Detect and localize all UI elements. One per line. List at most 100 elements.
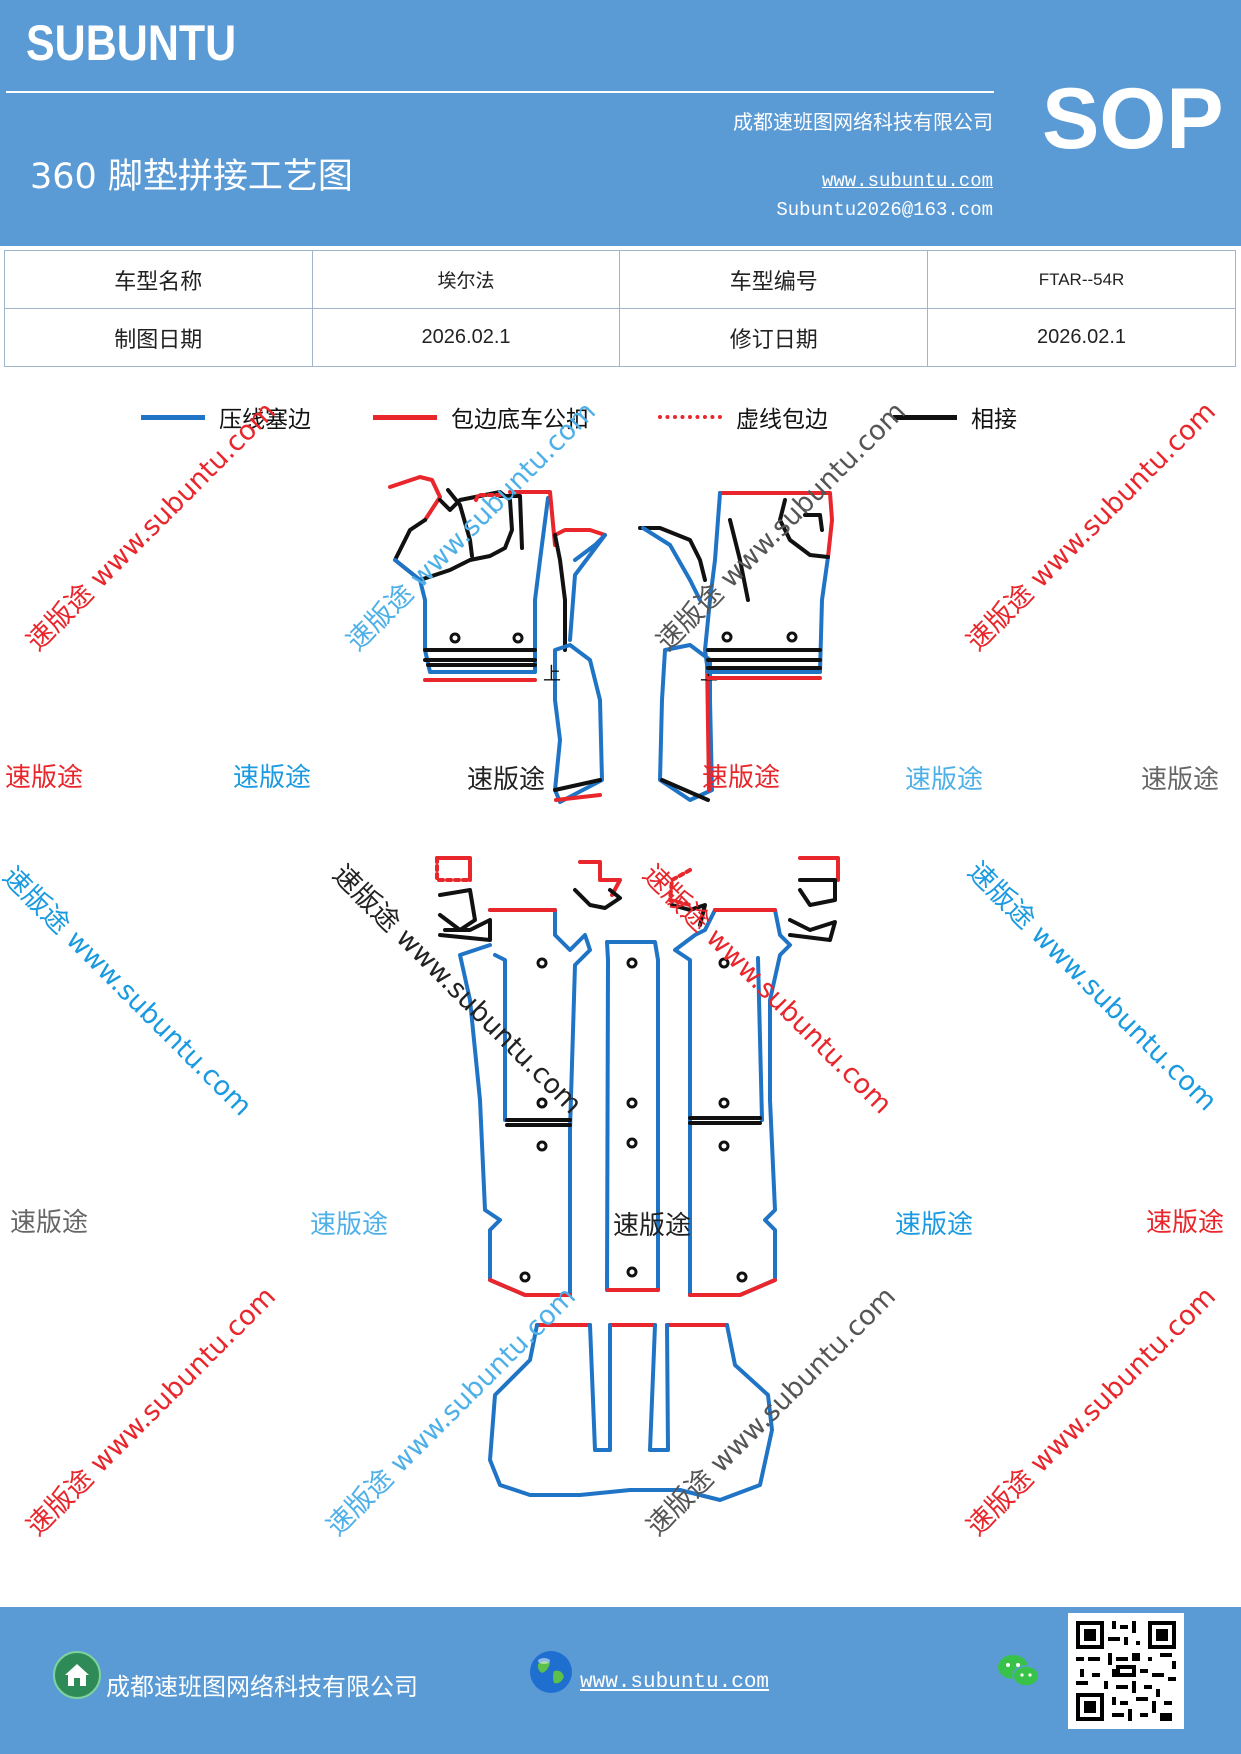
mat-edge <box>393 490 514 582</box>
page-header: SUBUNTU 360 脚垫拼接工艺图 成都速班图网络科技有限公司 www.su… <box>0 0 1241 246</box>
mat-hole <box>449 632 461 644</box>
page-title: 360 脚垫拼接工艺图 <box>30 157 353 197</box>
mat-edge <box>641 526 702 602</box>
mat-hole <box>721 631 733 643</box>
up-mark: 上 <box>543 664 561 685</box>
mat-edge <box>568 533 607 642</box>
legend-label: 虚线包边 <box>736 407 828 433</box>
sop-badge: SOP <box>1042 71 1224 167</box>
mat-edge <box>493 953 507 1122</box>
legend-label: 相接 <box>971 407 1017 433</box>
mat-edge <box>588 1323 612 1452</box>
mat-edge <box>553 778 602 792</box>
mat-edge <box>798 878 837 907</box>
company-name: 成都速班图网络科技有限公司 <box>733 110 993 134</box>
mat-edge <box>728 518 750 602</box>
middle-right-mat <box>668 856 840 1297</box>
footer-website-link[interactable]: www.subuntu.com <box>580 1671 770 1694</box>
label-cell: 制图日期 <box>4 308 313 367</box>
label-cell: 车型名称 <box>4 250 313 309</box>
mat-hole <box>626 1266 638 1278</box>
mat-edge <box>553 643 604 804</box>
header-divider <box>6 91 994 93</box>
label-cell: 车型编号 <box>619 250 929 309</box>
email-address: Subuntu2026@163.com <box>776 199 993 221</box>
mat-edge <box>705 658 711 792</box>
front-right-mat <box>703 491 834 680</box>
label-cell: 修订日期 <box>619 308 929 367</box>
mat-edge <box>703 491 830 674</box>
mat-edge <box>553 533 567 652</box>
mat-edge <box>553 528 607 537</box>
mat-edge <box>798 856 840 882</box>
mat-edge <box>718 491 834 559</box>
mat-edge <box>423 648 537 662</box>
legend-label: 包边底车公扣 <box>451 407 589 433</box>
globe-icon <box>530 1651 572 1693</box>
mat-edge <box>458 908 592 1297</box>
value-cell: FTAR--54R <box>927 250 1236 309</box>
value-cell: 2026.02.1 <box>927 308 1236 367</box>
footer-company-name: 成都速班图网络科技有限公司 <box>106 1673 418 1701</box>
wechat-icon <box>998 1655 1040 1687</box>
mat-hole <box>626 1097 638 1109</box>
floor-mat-diagram: 上 上 <box>388 475 840 1502</box>
mat-edge <box>648 1323 670 1452</box>
mat-hole <box>536 1097 548 1109</box>
center-strip-mat <box>573 860 660 1292</box>
mat-edge <box>498 494 524 550</box>
mat-edge <box>673 908 792 1297</box>
website-link[interactable]: www.subuntu.com <box>821 170 993 192</box>
legend-item: 相接 <box>893 400 1017 434</box>
middle-left-mat <box>435 856 592 1297</box>
legend-swatch <box>373 414 437 420</box>
mat-hole <box>736 1271 748 1283</box>
mat-edge <box>778 498 830 559</box>
table-row: 车型名称 埃尔法 车型编号 FTAR--54R <box>4 250 1236 309</box>
mat-edge <box>638 526 707 582</box>
mat-edge <box>670 903 707 927</box>
mat-hole <box>718 957 730 969</box>
rear-cargo-mat <box>488 1323 774 1502</box>
legend-swatch <box>141 414 205 420</box>
mat-hole <box>536 1140 548 1152</box>
mat-edge <box>508 490 557 547</box>
left-side-strip: 上 <box>543 528 607 804</box>
mat-edge <box>668 868 692 907</box>
legend-swatch <box>893 414 957 420</box>
mat-hole <box>718 1140 730 1152</box>
mat-edge <box>393 496 550 674</box>
mat-edge <box>435 856 472 882</box>
mat-edge <box>573 888 622 910</box>
mat-edge <box>446 488 474 558</box>
legend-label: 压线塞边 <box>219 407 311 433</box>
mat-edge <box>756 956 764 1122</box>
mat-edge <box>788 918 837 942</box>
mat-edge <box>554 793 602 802</box>
mat-edge <box>474 493 502 502</box>
mat-edge <box>688 1278 777 1297</box>
mat-hole <box>626 957 638 969</box>
mat-hole <box>536 957 548 969</box>
mat-hole <box>512 632 524 644</box>
brand-logo: SUBUNTU <box>26 15 237 71</box>
mat-edge <box>660 778 710 802</box>
legend-swatch <box>658 415 722 419</box>
vehicle-info-table: 车型名称 埃尔法 车型编号 FTAR--54R 制图日期 2026.02.1 修… <box>4 250 1236 367</box>
mat-edge <box>438 888 477 932</box>
line-legend: 压线塞边 包边底车公扣 虚线包边 相接 <box>0 400 1241 440</box>
mat-edge <box>388 475 442 522</box>
mat-hole <box>718 1097 730 1109</box>
front-left-mat <box>388 475 557 682</box>
mat-edge <box>438 918 492 942</box>
qr-code-pattern <box>1068 1613 1184 1729</box>
qr-code <box>1068 1613 1184 1729</box>
mat-edge <box>658 643 714 802</box>
mat-hole <box>786 631 798 643</box>
home-icon <box>53 1651 101 1699</box>
mat-edge <box>605 940 660 1292</box>
mat-edge <box>435 856 472 882</box>
mat-edge <box>488 1323 774 1502</box>
mat-edge <box>688 1116 762 1125</box>
table-row: 制图日期 2026.02.1 修订日期 2026.02.1 <box>4 308 1236 367</box>
